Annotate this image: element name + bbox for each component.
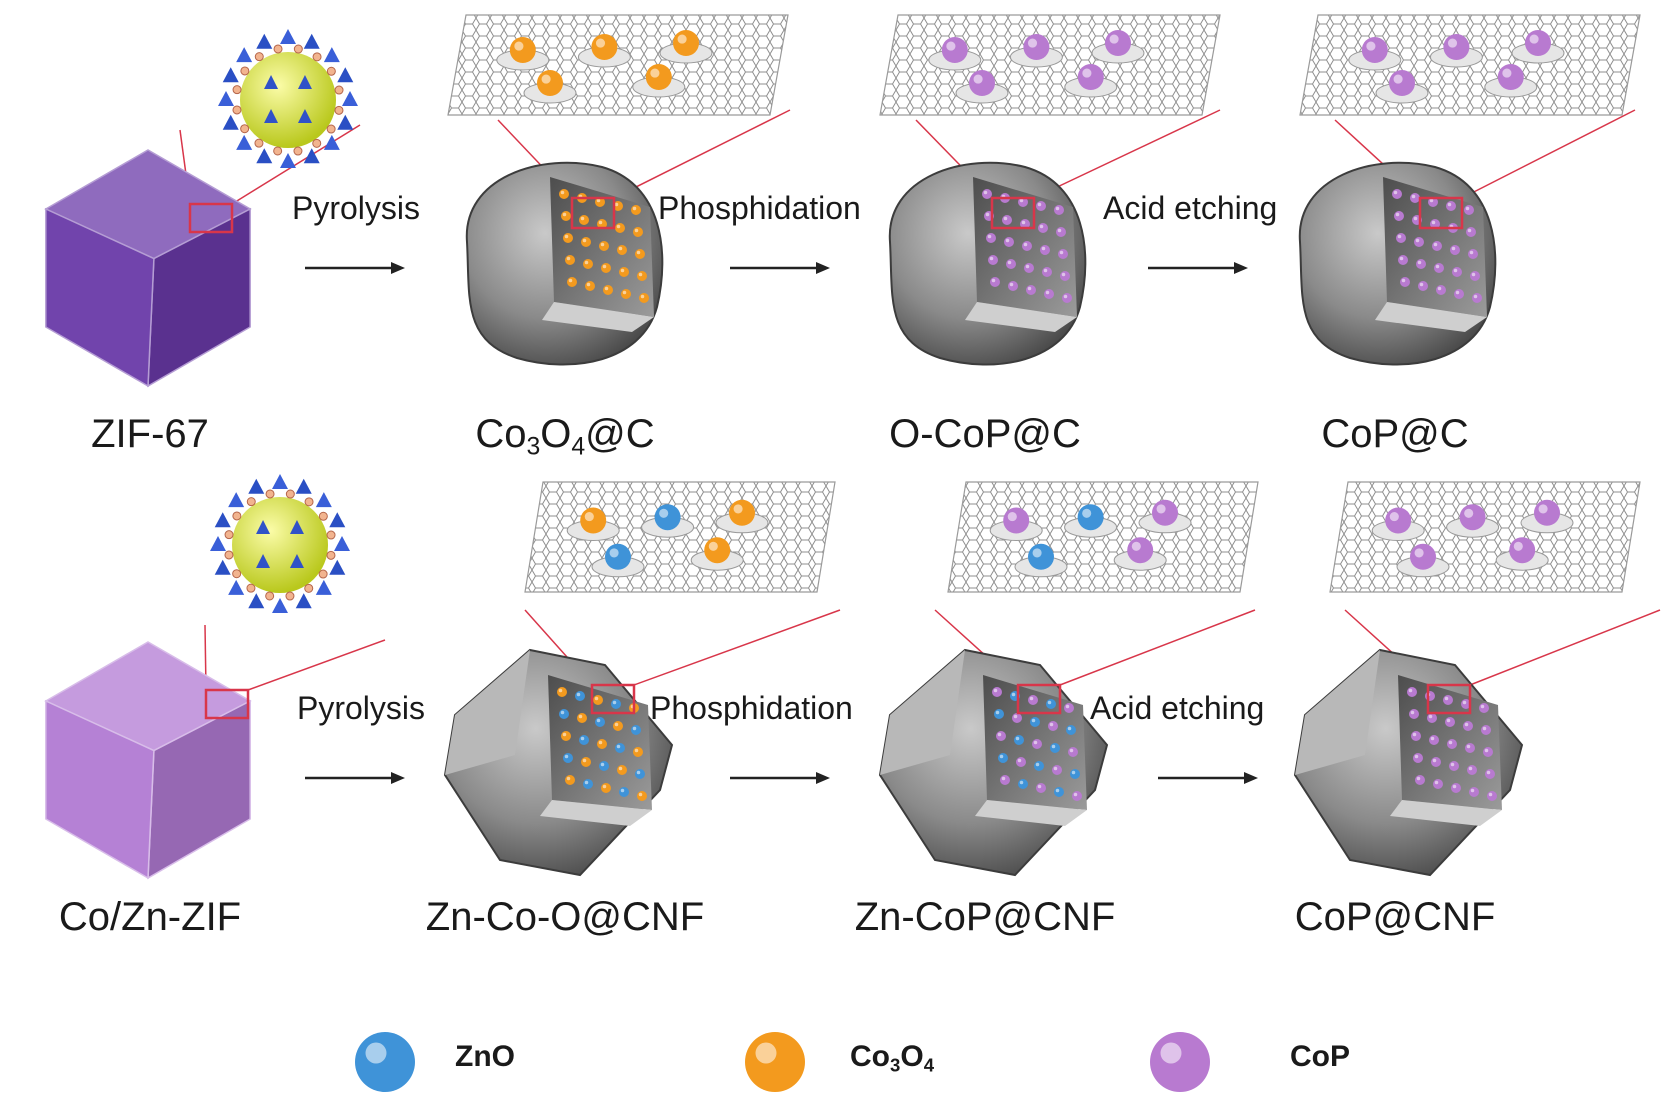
zn-cop-zoom-box — [1016, 683, 1062, 715]
co3o4-c-label: Co3O4@C — [475, 412, 655, 461]
pyrolysis-label-2: Pyrolysis — [297, 690, 426, 726]
cop-cnf-graphene-inset — [1329, 481, 1641, 593]
o-cop-zoom-box — [990, 196, 1036, 230]
zif67-framework-cluster — [218, 29, 358, 168]
cozn-zif-polyhedron — [44, 641, 252, 880]
pyrolysis-arrow-1 — [305, 262, 405, 274]
legend-cop-label: CoP — [1290, 1040, 1350, 1073]
zif67-polyhedron — [44, 149, 252, 388]
zn-cop-cnf-label: Zn-CoP@CNF — [854, 895, 1116, 939]
legend-cop-ball — [1150, 1032, 1210, 1092]
co3o4-c-particle — [465, 161, 664, 366]
pyrolysis-label-1: Pyrolysis — [292, 190, 421, 226]
cozn-zif-label: Co/Zn-ZIF — [58, 895, 242, 939]
cop-cnf-particle — [1293, 648, 1524, 877]
zif67-label: ZIF-67 — [91, 412, 209, 456]
legend-co3o4-label: Co3O4 — [850, 1040, 935, 1076]
cozn-zif-framework-cluster — [210, 474, 350, 613]
cop-cnf-label: CoP@CNF — [1294, 895, 1496, 939]
zn-co-o-cnf-label: Zn-Co-O@CNF — [425, 895, 705, 939]
acid-etching-arrow-2 — [1158, 772, 1258, 784]
legend-zno-ball — [355, 1032, 415, 1092]
o-cop-c-particle — [888, 161, 1087, 366]
zif67-zoom-box — [188, 202, 234, 234]
co3o4-graphene-inset — [447, 14, 789, 116]
phosphidation-label-2: Phosphidation — [650, 690, 853, 726]
cop-graphene-inset — [1299, 14, 1641, 116]
o-cop-c-label: O-CoP@C — [889, 412, 1081, 456]
phosphidation-arrow-1 — [730, 262, 830, 274]
zn-cop-graphene-inset — [947, 481, 1259, 593]
cop-c-particle — [1298, 161, 1497, 366]
co3o4-zoom-box — [570, 196, 616, 230]
zn-cop-cnf-particle — [878, 648, 1109, 877]
acid-etching-label-2: Acid etching — [1090, 690, 1265, 726]
cop-zoom-box — [1418, 196, 1464, 230]
zn-co-o-graphene-inset — [524, 481, 836, 593]
o-cop-graphene-inset — [879, 14, 1221, 116]
acid-etching-label-1: Acid etching — [1103, 190, 1278, 226]
pyrolysis-arrow-2 — [305, 772, 405, 784]
phosphidation-arrow-2 — [730, 772, 830, 784]
acid-etching-arrow-1 — [1148, 262, 1248, 274]
legend-co3o4-ball — [745, 1032, 805, 1092]
phosphidation-label-1: Phosphidation — [658, 190, 861, 226]
cozn-zif-zoom-box — [204, 688, 250, 720]
zn-co-o-zoom-box — [590, 683, 636, 715]
cop-c-label: CoP@C — [1321, 412, 1469, 456]
legend-zno-label: ZnO — [455, 1040, 515, 1073]
zn-co-o-cnf-particle — [443, 648, 674, 877]
cop-cnf-zoom-box — [1426, 683, 1472, 715]
